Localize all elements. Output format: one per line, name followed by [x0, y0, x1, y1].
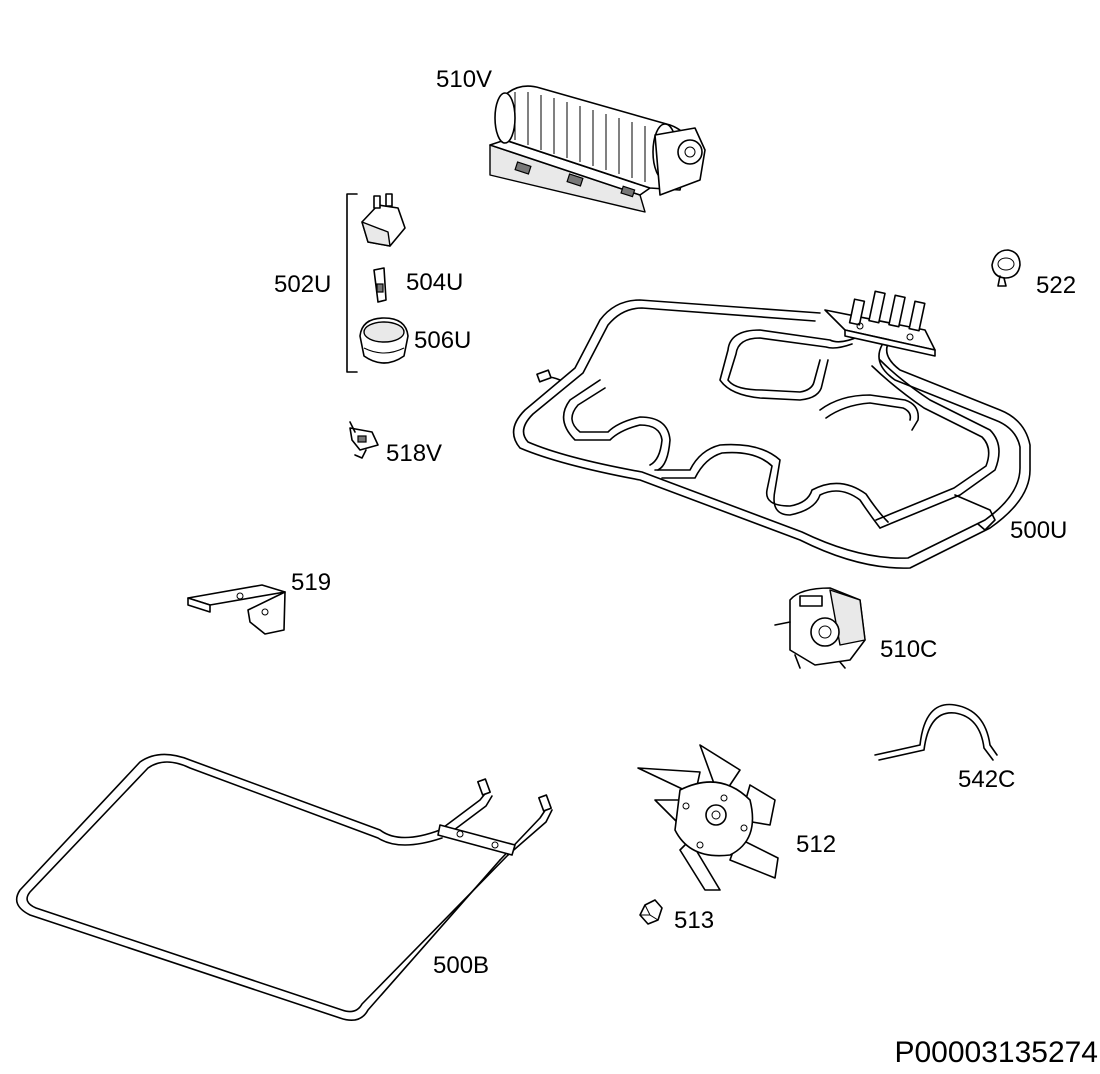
- label-542C: 542C: [958, 766, 1015, 793]
- reference-number: P00003135274: [894, 1036, 1098, 1069]
- part-502U-lamp-assembly: [346, 193, 358, 373]
- part-504U-lamp-holder: [361, 193, 406, 303]
- part-510C-fan-motor: [774, 587, 866, 669]
- label-522: 522: [1036, 272, 1076, 299]
- part-522-clamp: [991, 249, 1021, 287]
- part-500U-grill-element: [512, 290, 1031, 569]
- part-542C-spring-clip: [874, 703, 998, 761]
- part-500B-bottom-element: [15, 753, 553, 1021]
- label-510C: 510C: [880, 636, 937, 663]
- part-518V-clip: [349, 421, 379, 459]
- part-512-fan-impeller: [637, 744, 779, 891]
- part-506U-lamp-cover: [359, 317, 409, 364]
- part-513-nut: [639, 899, 663, 925]
- label-504U: 504U: [406, 269, 463, 296]
- label-500U: 500U: [1010, 517, 1067, 544]
- label-510V: 510V: [436, 66, 492, 93]
- label-518V: 518V: [386, 440, 442, 467]
- part-519-bracket: [187, 584, 286, 635]
- label-502U: 502U: [274, 271, 331, 298]
- label-519: 519: [291, 569, 331, 596]
- label-512: 512: [796, 831, 836, 858]
- label-506U: 506U: [414, 327, 471, 354]
- part-510V-tangential-fan: [489, 85, 706, 213]
- label-513: 513: [674, 907, 714, 934]
- label-500B: 500B: [433, 952, 489, 979]
